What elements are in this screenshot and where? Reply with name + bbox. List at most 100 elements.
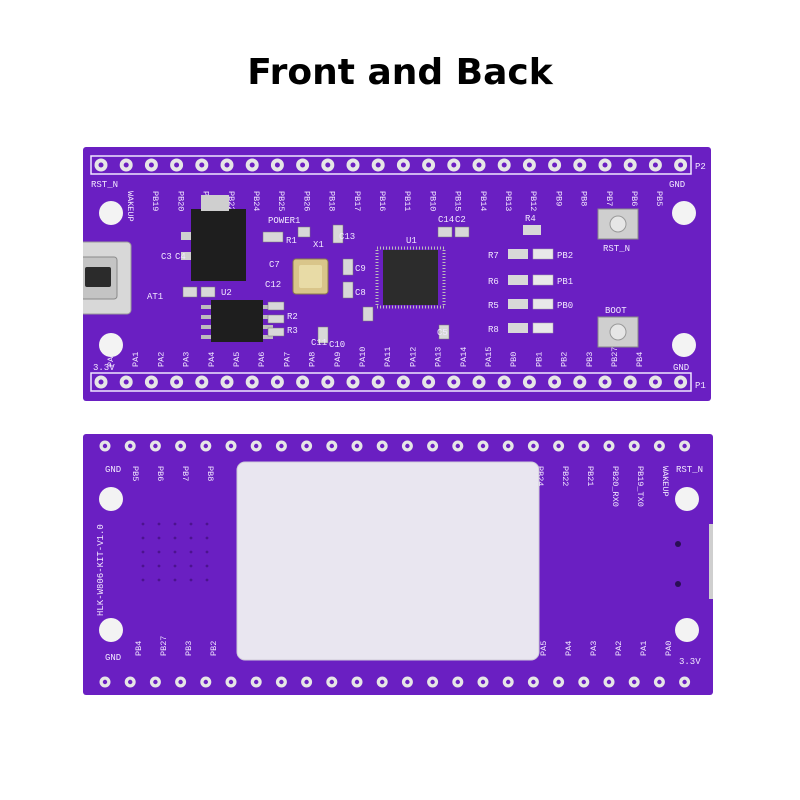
front-gnd-top-label: GND [669, 180, 685, 190]
led-array [508, 225, 554, 334]
pin-label: PB15 [453, 191, 463, 211]
c8-label: C8 [355, 288, 366, 298]
r1-label: R1 [286, 236, 297, 246]
mount-hole-tl [99, 201, 123, 225]
front-p2-label: P2 [695, 162, 706, 172]
pin-label: PA4 [564, 641, 574, 656]
back-gnd-bottom-label: GND [105, 653, 121, 663]
pin-label: PA2 [614, 641, 624, 656]
power-label: POWER1 [268, 216, 300, 226]
pin-label: PB16 [377, 191, 387, 211]
pin-label: PA9 [333, 352, 343, 367]
pin-label: PA3 [589, 641, 599, 656]
u1-chip [383, 250, 438, 305]
pin-label: PA8 [308, 352, 318, 367]
at1-label: AT1 [147, 292, 163, 302]
pin-label: PA5 [539, 641, 549, 656]
c3-label: C3 [161, 252, 172, 262]
back-top-pin-pads [99, 440, 691, 452]
regulator-chip [191, 209, 246, 281]
pin-label: PA14 [459, 347, 469, 367]
pin-label: PB24 [251, 191, 261, 211]
pin-label: PA5 [232, 352, 242, 367]
bottom-header-outline [90, 372, 692, 392]
pin-label: PB24 [535, 466, 545, 486]
u1-label: U1 [406, 236, 417, 246]
pin-label: WAKEUP [660, 466, 670, 497]
c4-label: C4 [175, 252, 186, 262]
front-p1-label: P1 [695, 381, 706, 391]
top-header-outline [90, 155, 692, 175]
pin-label: PB2 [560, 352, 570, 367]
c14-label: C14 [438, 215, 454, 225]
led-pb1-label: PB1 [557, 277, 573, 287]
front-33v-label: 3.3V [93, 363, 115, 373]
pin-label: PA12 [408, 347, 418, 367]
rst-button [597, 208, 639, 240]
c10-label: C10 [329, 340, 345, 350]
pin-label: PB3 [585, 352, 595, 367]
boot-button-label: BOOT [605, 306, 627, 316]
pin-label: PA11 [383, 347, 393, 367]
pin-label: PA1 [639, 641, 649, 656]
pin-label: PB27 [610, 347, 620, 367]
board-front: WAKEUPPB19PB20PB21PB22PB24PB25PB26PB18PB… [83, 147, 711, 401]
c2-label: C2 [455, 215, 466, 225]
pin-label: PB1 [534, 352, 544, 367]
back-usb-edge [709, 524, 713, 599]
r8-label: R8 [488, 325, 499, 335]
via-dots [141, 522, 209, 582]
page-title: Front and Back [247, 52, 553, 93]
pin-label: PB11 [402, 191, 412, 211]
pin-label: PB13 [503, 191, 513, 211]
pin-label: PB5 [654, 191, 664, 206]
rst-button-label: RST_N [603, 244, 630, 254]
r2-label: R2 [287, 312, 298, 322]
pin-label: PB8 [205, 466, 215, 481]
module-shield [236, 461, 540, 661]
pin-label: PA0 [664, 641, 674, 656]
pin-label: PA2 [156, 352, 166, 367]
pin-label: PA1 [131, 352, 141, 367]
pin-label: PB8 [579, 191, 589, 206]
back-gnd-top-label: GND [105, 465, 121, 475]
back-mount-hole-tr [675, 487, 699, 511]
pin-label: PA3 [182, 352, 192, 367]
pin-label: WAKEUP [125, 191, 135, 222]
back-mount-hole-br [675, 618, 699, 642]
c12-label: C12 [265, 280, 281, 290]
pin-label: PB22 [226, 191, 236, 211]
pin-label: PB19_TX0 [635, 466, 645, 507]
back-33v-label: 3.3V [679, 657, 701, 667]
back-mount-hole-tl [99, 487, 123, 511]
mount-hole-tr [672, 201, 696, 225]
pin-label: PB9 [553, 191, 563, 206]
pin-label: PB5 [130, 466, 140, 481]
pin-label: PB10 [427, 191, 437, 211]
pin-label: PB21 [585, 466, 595, 486]
r5-label: R5 [488, 301, 499, 311]
pin-label: PA7 [282, 352, 292, 367]
pin-label: PB6 [155, 466, 165, 481]
r3-label: R3 [287, 326, 298, 336]
pin-label: PB14 [478, 191, 488, 211]
front-gnd-bottom-label: GND [673, 363, 689, 373]
pin-label: PB25 [276, 191, 286, 211]
back-mount-hole-bl [99, 618, 123, 642]
x1-label: X1 [313, 240, 324, 250]
pin-label: PB7 [180, 466, 190, 481]
pin-label: PB26 [301, 191, 311, 211]
pin-label: PB7 [604, 191, 614, 206]
boot-button [597, 316, 639, 348]
pin-label: PB12 [528, 191, 538, 211]
led-pb0-label: PB0 [557, 301, 573, 311]
c9-label: C9 [355, 264, 366, 274]
bottom-pin-pads [94, 375, 688, 389]
front-rst-label: RST_N [91, 180, 118, 190]
back-rst-label: RST_N [676, 465, 703, 475]
r7-label: R7 [488, 251, 499, 261]
board-id-label: HLK-W806-KIT-V1.0 [96, 524, 106, 616]
